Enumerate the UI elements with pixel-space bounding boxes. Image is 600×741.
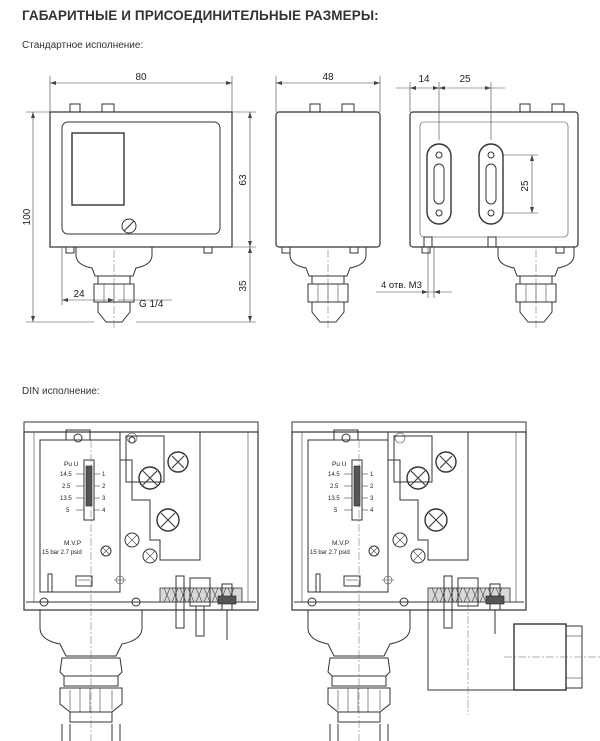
- rear-dimensions: 14 25 25 4 отв. М3: [376, 74, 538, 298]
- din-view-right: Pu U 14.5 2.5 13.5 5 1 2 3 4 M.V.P 15 ba…: [291, 421, 600, 741]
- tick-num-left-3: 3: [102, 496, 106, 502]
- dim-thread: G 1/4: [139, 299, 164, 310]
- dim-slot-length: 25: [520, 180, 531, 192]
- dim-height-lower: 35: [238, 280, 249, 292]
- dim-width-front: 80: [135, 72, 147, 83]
- standard-section-label: Стандартное исполнение:: [22, 40, 144, 51]
- tick-num-right-3: 3: [370, 496, 374, 502]
- rear-view: [409, 103, 579, 330]
- tick-label-left-4: 5: [66, 508, 70, 514]
- dim-height-body: 63: [238, 174, 249, 186]
- tick-label-left-2: 2.5: [62, 484, 71, 490]
- tick-num-left-2: 2: [102, 484, 106, 490]
- tick-num-right-1: 1: [370, 472, 374, 478]
- tick-num-right-2: 2: [370, 484, 374, 490]
- mvp-label-right: M.V.P: [332, 540, 349, 547]
- dim-height-total: 100: [22, 208, 33, 225]
- din-section-label: DIN исполнение:: [22, 386, 100, 397]
- page-title: ГАБАРИТНЫЕ И ПРИСОЕДИНИТЕЛЬНЫЕ РАЗМЕРЫ:: [22, 8, 379, 23]
- mvp-value-right: 15 bar 2.7 psid: [310, 550, 350, 556]
- dim-rear-offset: 14: [418, 74, 430, 85]
- tick-label-right-1: 14.5: [328, 472, 340, 478]
- din-view-left: Pu U 14.5 2.5 13.5 5 1 2 3 4 M.V.P 15 ba…: [23, 421, 259, 741]
- side-view: [275, 103, 381, 330]
- tick-label-left-3: 13.5: [60, 496, 72, 502]
- dim-width-side: 48: [322, 72, 334, 83]
- tick-label-left-1: 14.5: [60, 472, 72, 478]
- dim-port-offset: 24: [73, 289, 85, 300]
- tick-num-left-4: 4: [102, 508, 106, 514]
- mvp-value-left: 15 bar 2.7 psid: [42, 550, 82, 556]
- mvp-label-left: M.V.P: [64, 540, 81, 547]
- tick-label-right-4: 5: [334, 508, 338, 514]
- tick-label-right-2: 2.5: [330, 484, 339, 490]
- front-view: [49, 103, 233, 330]
- front-dimensions: 80 100 63 35 24 G 1/4: [22, 72, 256, 323]
- dim-holes: 4 отв. М3: [381, 280, 422, 291]
- tick-num-left-1: 1: [102, 472, 106, 478]
- tick-num-right-4: 4: [370, 508, 374, 514]
- tick-label-right-3: 13.5: [328, 496, 340, 502]
- dim-rear-spacing: 25: [459, 74, 471, 85]
- scale-unit-left: Pu U: [64, 461, 79, 468]
- scale-unit-right: Pu U: [332, 461, 347, 468]
- side-dimensions: 48: [275, 72, 381, 112]
